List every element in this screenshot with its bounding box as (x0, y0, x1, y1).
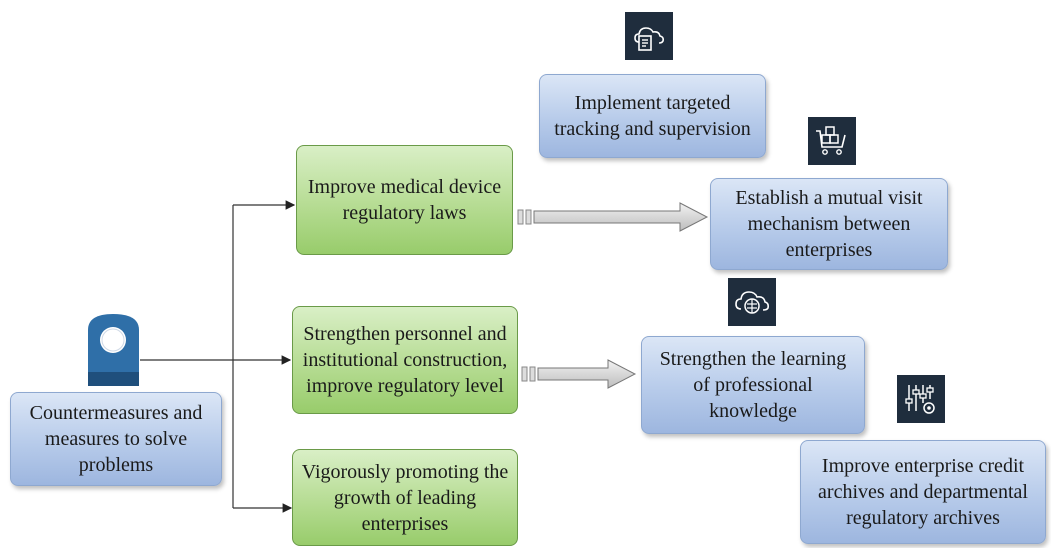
outcome-node-mutual-visit: Establish a mutual visit mechanism betwe… (710, 178, 948, 270)
measure-node-enterprises: Vigorously promoting the growth of leadi… (292, 449, 518, 546)
block-arrow-laws-to-visit (517, 202, 709, 232)
measure-node-personnel: Strengthen personnel and institutional c… (292, 306, 518, 414)
trunk-connector (232, 200, 296, 513)
cloud-document-icon (625, 12, 673, 60)
block-arrow-personnel-to-learning (521, 359, 637, 389)
cloud-brain-icon (728, 278, 776, 326)
cart-boxes-icon (808, 117, 856, 165)
outcome-label-learning: Strengthen the learning of professional … (659, 348, 847, 422)
outcome-node-credit-archives: Improve enterprise credit archives and d… (800, 440, 1046, 544)
sliders-gear-icon (897, 375, 945, 423)
outcome-label-tracking: Implement targeted tracking and supervis… (554, 92, 751, 140)
measure-node-laws: Improve medical device regulatory laws (296, 145, 513, 255)
measure-label-personnel: Strengthen personnel and institutional c… (302, 323, 508, 397)
root-label: Countermeasures and measures to solve pr… (29, 402, 203, 476)
person-icon (88, 314, 139, 386)
outcome-label-credit-archives: Improve enterprise credit archives and d… (818, 455, 1028, 529)
outcome-node-tracking: Implement targeted tracking and supervis… (539, 74, 766, 158)
measure-label-enterprises: Vigorously promoting the growth of leadi… (301, 460, 509, 535)
outcome-node-learning: Strengthen the learning of professional … (641, 336, 865, 434)
outcome-label-mutual-visit: Establish a mutual visit mechanism betwe… (735, 187, 923, 261)
root-node: Countermeasures and measures to solve pr… (10, 392, 222, 486)
measure-label-laws: Improve medical device regulatory laws (307, 176, 502, 224)
